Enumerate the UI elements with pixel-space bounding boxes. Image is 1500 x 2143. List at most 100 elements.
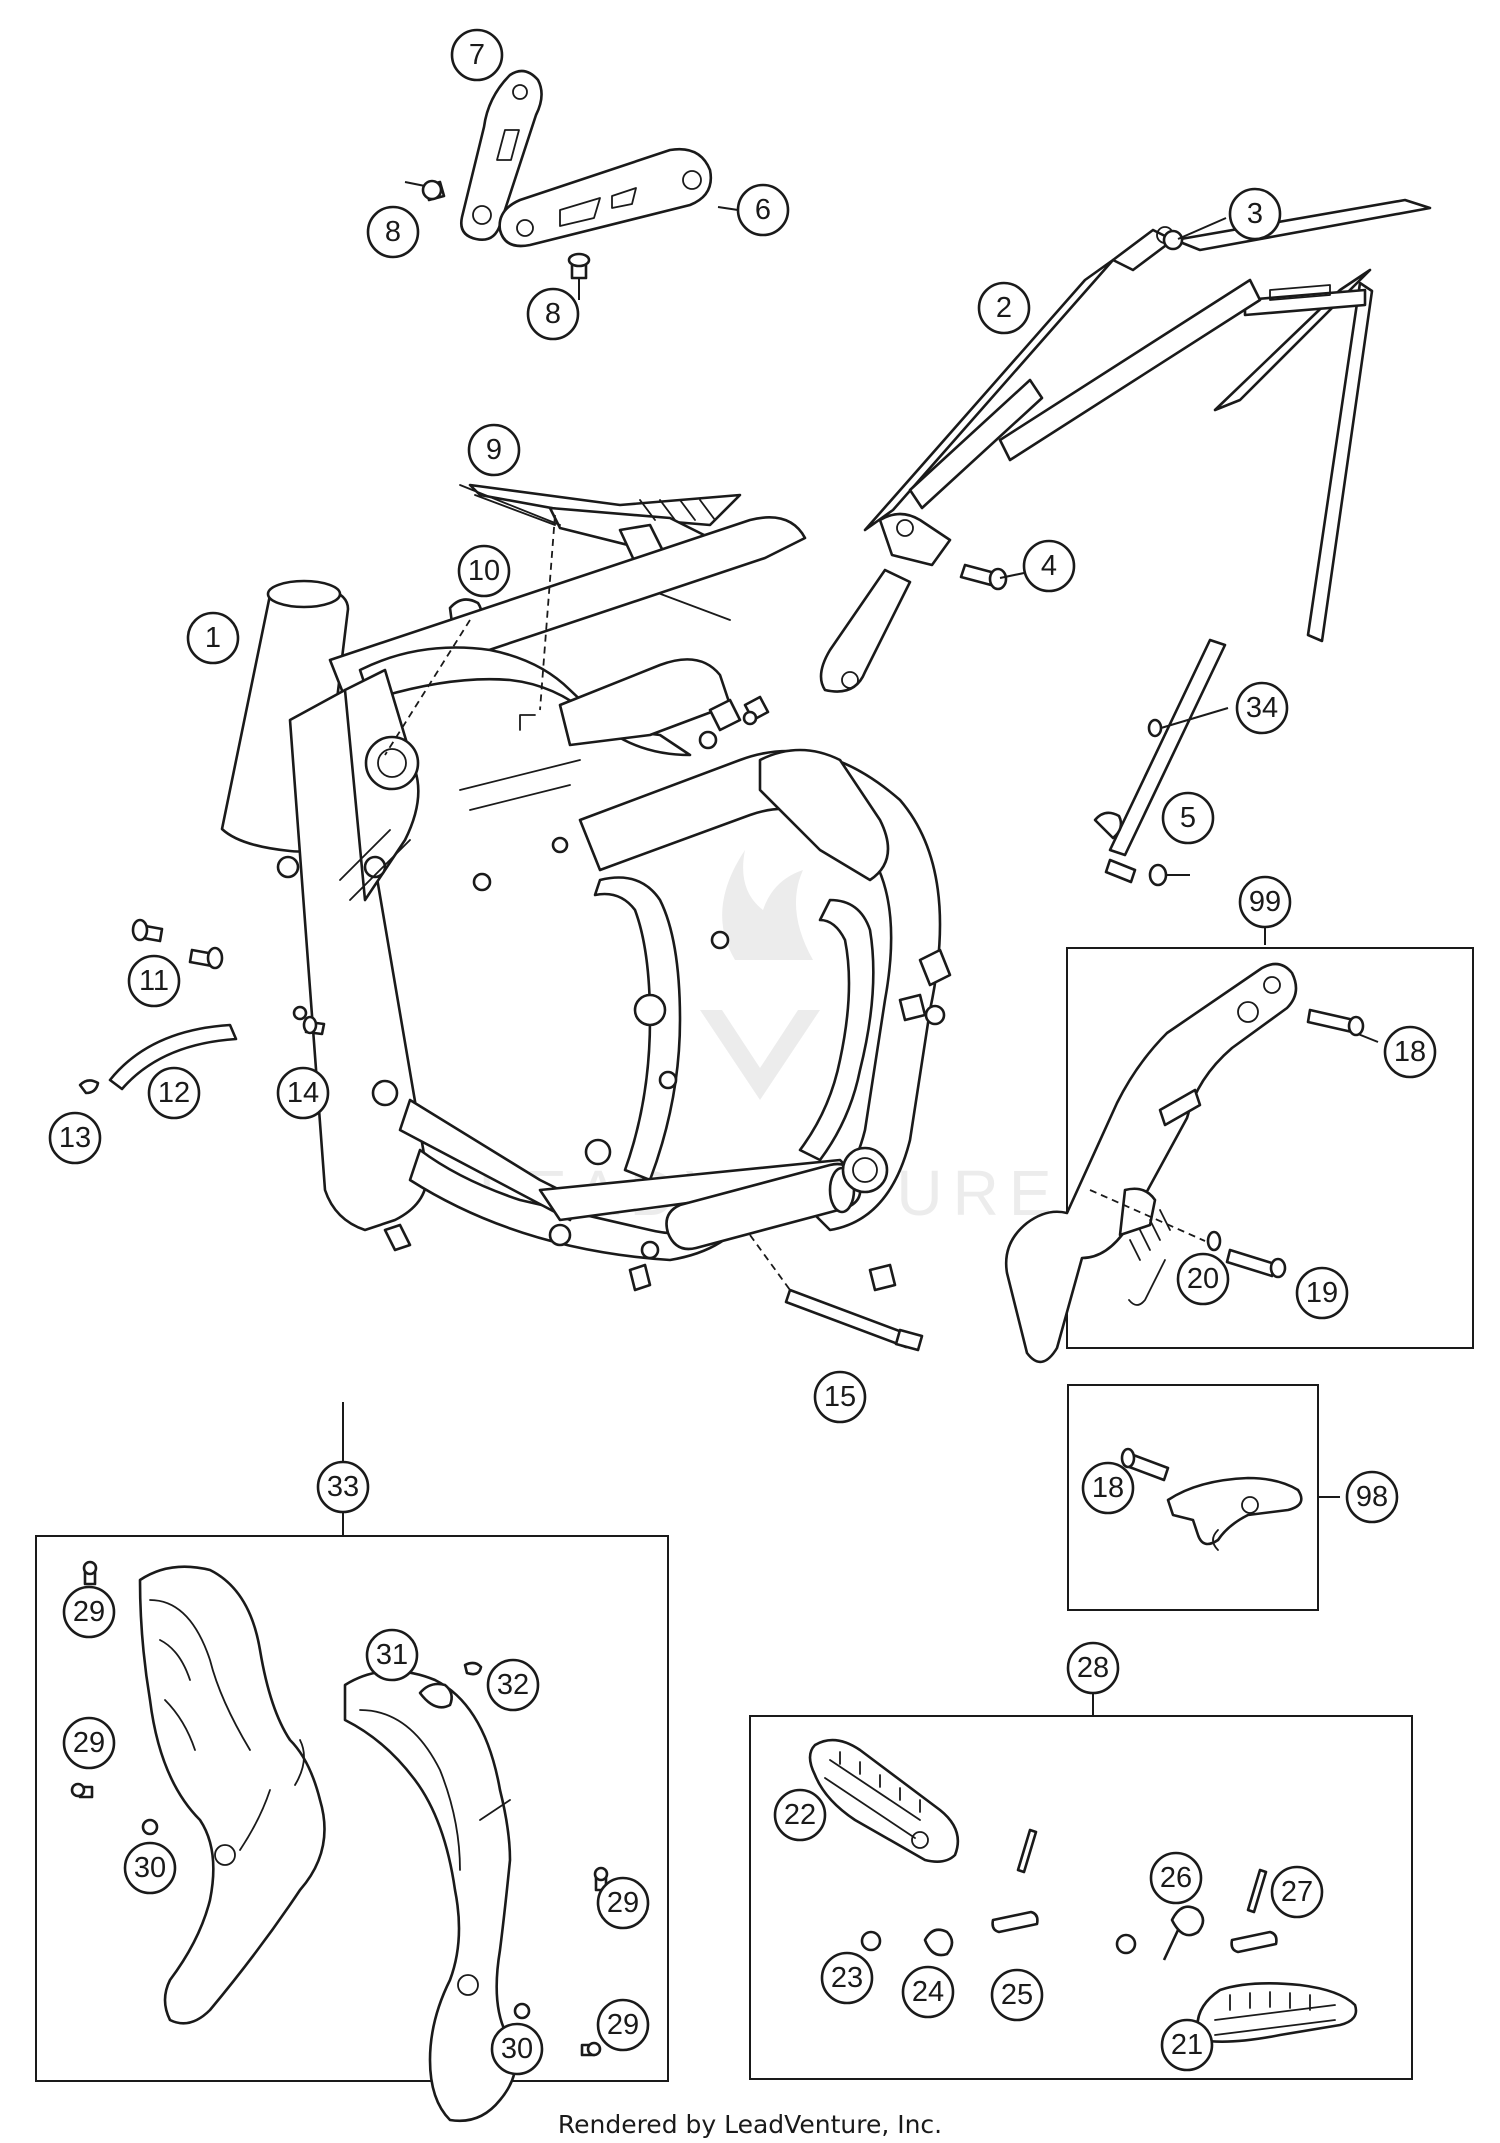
callout-28[interactable]: 28 xyxy=(1066,1641,1120,1695)
callout-13-label: 13 xyxy=(59,1122,91,1154)
callout-30-left-label: 30 xyxy=(134,1852,166,1884)
group-box-99 xyxy=(1066,947,1474,1349)
callout-5[interactable]: 5 xyxy=(1161,791,1215,845)
callout-5-label: 5 xyxy=(1180,802,1196,834)
callout-24[interactable]: 24 xyxy=(901,1965,955,2019)
callout-33[interactable]: 33 xyxy=(316,1460,370,1514)
footrest-22 xyxy=(808,1738,960,1863)
callout-7[interactable]: 7 xyxy=(450,28,504,82)
hose-12 xyxy=(108,1023,238,1091)
callout-29-mid-left-label: 29 xyxy=(73,1727,105,1759)
screw-11-upper xyxy=(131,918,164,943)
callout-31-label: 31 xyxy=(376,1639,408,1671)
swingarm-pivot-bolt-15 xyxy=(784,1288,924,1352)
callout-25[interactable]: 25 xyxy=(990,1968,1044,2022)
callout-9-label: 9 xyxy=(486,434,502,466)
callout-27[interactable]: 27 xyxy=(1270,1865,1324,1919)
callout-31[interactable]: 31 xyxy=(365,1628,419,1682)
clamp-13 xyxy=(78,1079,100,1095)
screw-11-lower xyxy=(188,946,224,970)
callout-10[interactable]: 10 xyxy=(457,544,511,598)
bolt-18-side-stand xyxy=(1306,1008,1356,1034)
callout-26[interactable]: 26 xyxy=(1149,1851,1203,1905)
callout-99[interactable]: 99 xyxy=(1238,875,1292,929)
callout-2[interactable]: 2 xyxy=(977,281,1031,335)
callout-98[interactable]: 98 xyxy=(1345,1470,1399,1524)
callout-33-label: 33 xyxy=(327,1471,359,1503)
bracket-assembly-98 xyxy=(1120,1447,1303,1551)
spring-26 xyxy=(1162,1905,1205,1961)
rear-subframe-2 xyxy=(819,198,1432,857)
callout-29-mid-right[interactable]: 29 xyxy=(596,1876,650,1930)
callout-6[interactable]: 6 xyxy=(736,183,790,237)
screw-4 xyxy=(959,563,1008,591)
callout-30-right[interactable]: 30 xyxy=(490,2022,544,2076)
pin-25-a xyxy=(991,1910,1039,1934)
callout-8-lower[interactable]: 8 xyxy=(526,287,580,341)
callout-15-label: 15 xyxy=(824,1381,856,1413)
group-box-33 xyxy=(35,1535,669,2082)
pin-25-b xyxy=(1230,1930,1278,1954)
screw-8-lower xyxy=(567,252,591,280)
cotter-pin-27-a xyxy=(1016,1828,1038,1874)
washer-23-b xyxy=(1115,1933,1137,1955)
callout-26-label: 26 xyxy=(1160,1862,1192,1894)
callout-22[interactable]: 22 xyxy=(773,1788,827,1842)
callout-1-label: 1 xyxy=(205,622,221,654)
callout-29-mid-right-label: 29 xyxy=(607,1887,639,1919)
callout-2-label: 2 xyxy=(996,292,1012,324)
callout-18-group-98-label: 18 xyxy=(1092,1472,1124,1504)
callout-29-bottom-right[interactable]: 29 xyxy=(596,1998,650,2052)
callout-22-label: 22 xyxy=(784,1799,816,1831)
callout-12-label: 12 xyxy=(158,1077,190,1109)
callout-3[interactable]: 3 xyxy=(1228,187,1282,241)
group-box-28 xyxy=(749,1715,1413,2080)
callout-24-label: 24 xyxy=(912,1976,944,2008)
callout-30-left[interactable]: 30 xyxy=(123,1841,177,1895)
nut-30-b xyxy=(513,2002,531,2020)
callout-21[interactable]: 21 xyxy=(1160,2018,1214,2072)
washer-23-a xyxy=(860,1930,882,1952)
callout-20[interactable]: 20 xyxy=(1176,1252,1230,1306)
render-credit: Rendered by LeadVenture, Inc. xyxy=(557,2110,943,2139)
callout-98-label: 98 xyxy=(1356,1481,1388,1513)
callout-15[interactable]: 15 xyxy=(813,1370,867,1424)
callout-29-top-left[interactable]: 29 xyxy=(62,1585,116,1639)
part-31 xyxy=(418,1682,453,1709)
callout-30-right-label: 30 xyxy=(501,2033,533,2065)
callout-7-label: 7 xyxy=(469,39,485,71)
callout-27-label: 27 xyxy=(1281,1876,1313,1908)
callout-14[interactable]: 14 xyxy=(276,1066,330,1120)
callout-19[interactable]: 19 xyxy=(1295,1266,1349,1320)
callout-9[interactable]: 9 xyxy=(467,423,521,477)
callout-32[interactable]: 32 xyxy=(486,1658,540,1712)
screw-8-upper xyxy=(421,179,446,202)
callout-23[interactable]: 23 xyxy=(820,1951,874,2005)
engine-bracket-6 xyxy=(498,147,713,248)
callout-13[interactable]: 13 xyxy=(48,1111,102,1165)
callout-11[interactable]: 11 xyxy=(127,954,181,1008)
callout-25-label: 25 xyxy=(1001,1979,1033,2011)
callout-18-side-stand-label: 18 xyxy=(1394,1036,1426,1068)
callout-19-label: 19 xyxy=(1306,1277,1338,1309)
engine-bracket-7 xyxy=(460,69,543,241)
callout-12[interactable]: 12 xyxy=(147,1066,201,1120)
watermark-flame-logo xyxy=(722,850,813,960)
washer-20 xyxy=(1206,1230,1222,1252)
bolt-19 xyxy=(1225,1248,1277,1278)
callout-23-label: 23 xyxy=(831,1962,863,1994)
callout-34[interactable]: 34 xyxy=(1235,681,1289,735)
nut-30-a xyxy=(141,1818,159,1836)
callout-4[interactable]: 4 xyxy=(1022,539,1076,593)
callout-1[interactable]: 1 xyxy=(186,611,240,665)
callout-8-upper[interactable]: 8 xyxy=(366,205,420,259)
callout-6-label: 6 xyxy=(755,194,771,226)
callout-99-label: 99 xyxy=(1249,886,1281,918)
callout-18-group-98[interactable]: 18 xyxy=(1081,1461,1135,1515)
callout-29-mid-left[interactable]: 29 xyxy=(62,1716,116,1770)
frame-guard-assembly-33 xyxy=(70,1560,609,2123)
callout-3-label: 3 xyxy=(1247,198,1263,230)
callout-18-side-stand[interactable]: 18 xyxy=(1383,1025,1437,1079)
screw-3 xyxy=(1162,229,1184,251)
